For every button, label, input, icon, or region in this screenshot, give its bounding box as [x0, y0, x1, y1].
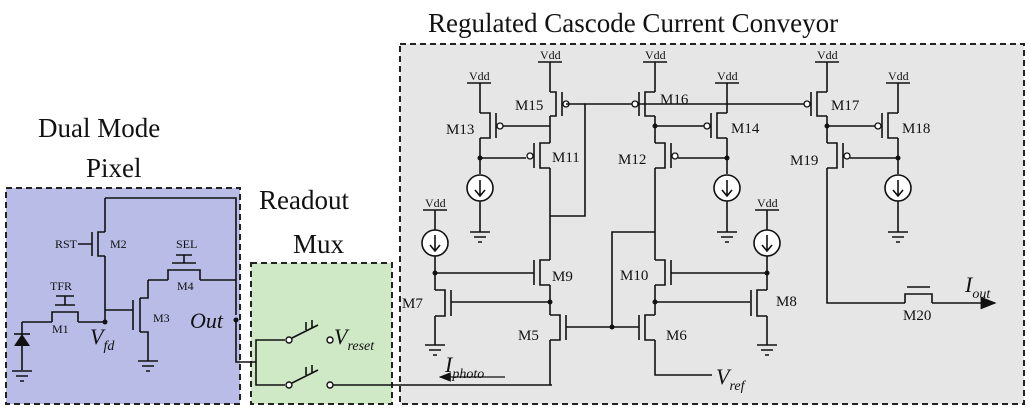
m14-label: M14 — [731, 121, 760, 137]
mux-box — [250, 262, 393, 405]
out-label: Out — [190, 308, 224, 333]
m11-label: M11 — [552, 150, 580, 166]
svg-text:Vdd: Vdd — [425, 196, 446, 210]
vdd-labels: Vdd Vdd Vdd Vdd Vdd Vdd Vdd Vdd — [425, 48, 909, 210]
m20-label: M20 — [903, 308, 931, 324]
m19-label: M19 — [790, 153, 818, 169]
pixel-title-line1: Dual Mode — [38, 113, 160, 143]
svg-text:Vdd: Vdd — [540, 48, 561, 62]
m15-label: M15 — [515, 98, 543, 114]
m19-transistor — [827, 142, 851, 169]
m11-transistor — [526, 142, 550, 169]
photodiode — [12, 322, 32, 382]
vref-label: Vref — [716, 364, 747, 394]
svg-text:Vdd: Vdd — [757, 196, 778, 210]
tfr-label: TFR — [50, 279, 72, 293]
current-source-4 — [753, 229, 781, 257]
vfd-label: Vfd — [90, 324, 115, 354]
iout-label: Iout — [964, 272, 991, 302]
m6-label: M6 — [666, 328, 687, 344]
current-source-2 — [421, 229, 449, 257]
pixel-box — [5, 187, 241, 405]
m12-transistor — [655, 142, 679, 169]
mux-switch-top — [285, 320, 334, 344]
m17-transistor — [803, 91, 827, 117]
conveyor-title: Regulated Cascode Current Conveyor — [428, 8, 838, 38]
m10-label: M10 — [620, 268, 648, 284]
m14-transistor — [703, 112, 727, 139]
sel-label: SEL — [176, 237, 197, 251]
svg-text:Vdd: Vdd — [717, 69, 738, 83]
m1-label: M1 — [52, 322, 69, 336]
m13-label: M13 — [446, 122, 474, 138]
rst-label: RST — [55, 237, 78, 251]
svg-text:Vdd: Vdd — [817, 48, 838, 62]
mux-title-line1: Readout — [259, 185, 349, 215]
m18-label: M18 — [902, 121, 930, 137]
m7-transistor — [435, 289, 452, 317]
m6-transistor — [638, 314, 655, 341]
m4-transistor — [167, 254, 201, 280]
svg-text:Vdd: Vdd — [469, 69, 490, 83]
m2-transistor — [78, 231, 105, 257]
m2-label: M2 — [110, 237, 127, 251]
m3-transistor — [132, 280, 149, 355]
m8-transistor — [750, 289, 767, 317]
m16-label: M16 — [660, 92, 689, 108]
pixel-title-line2: Pixel — [86, 153, 142, 183]
current-source-1 — [466, 174, 494, 202]
m5-label: M5 — [518, 328, 539, 344]
m3-label: M3 — [153, 311, 170, 325]
m8-label: M8 — [776, 294, 797, 310]
mux-title-line2: Mux — [293, 229, 345, 259]
svg-text:Vdd: Vdd — [645, 48, 666, 62]
iphoto-label: Iphoto — [444, 352, 484, 382]
m20-transistor — [904, 286, 933, 303]
m4-label: M4 — [177, 279, 194, 293]
svg-text:Vdd: Vdd — [888, 69, 909, 83]
m18-transistor — [874, 112, 898, 139]
m17-label: M17 — [831, 98, 860, 114]
vreset-label: Vreset — [334, 324, 375, 354]
current-source-5 — [884, 174, 912, 202]
conveyor-box — [399, 43, 1025, 405]
m12-label: M12 — [618, 152, 646, 168]
current-source-3 — [713, 174, 741, 202]
m7-label: M7 — [402, 296, 423, 312]
m1-transistor — [51, 295, 79, 322]
m9-label: M9 — [552, 269, 573, 285]
